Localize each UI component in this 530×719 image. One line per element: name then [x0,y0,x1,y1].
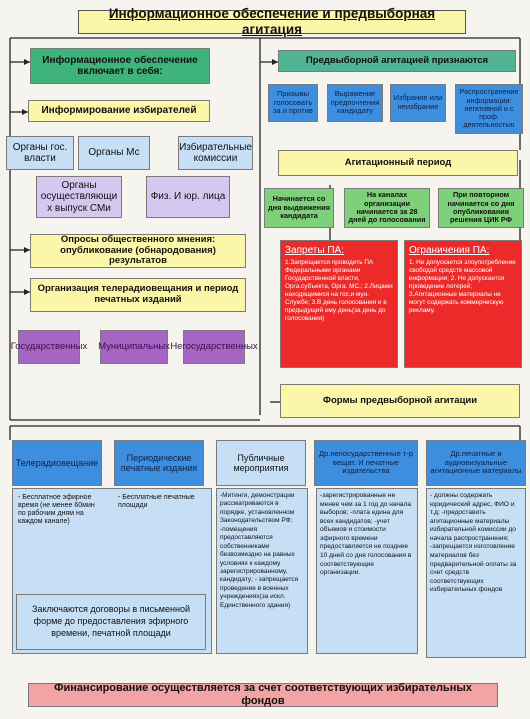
tv-detail: - Бесплатное эфирное время (не менее 60м… [18,494,95,526]
opinion-polls: Опросы общественного мнения: опубликован… [30,234,246,268]
recog-election: Избрание или неизбрание [390,84,446,122]
form-printed: Др.печатные и аудиовизуальные агитационн… [426,440,526,486]
org-ms: Органы Мс [78,136,150,170]
informing-voters: Информирование избирателей [28,100,210,122]
form-tv: Телерадиовещание [12,440,102,486]
state-media: Государственных [11,330,87,364]
contracts-text: Заключаются договоры в письменной форме … [16,594,206,650]
page-title: Информационное обеспечение и предвыборна… [78,6,466,37]
org-media: Органы осуществляющи х выпуск СМи [36,176,122,218]
bans-title: Запреты ПА: [285,245,344,256]
recog-info-spread: Распространение информации: негативной и… [455,84,523,134]
financing-footer: Финансирование осуществляется за счет со… [28,682,498,707]
periodical-detail: - Бесплатные печатные площади [118,494,195,510]
form-public: Публичные мероприятия [216,440,306,486]
limits-text: 1. Не допускается злоупотребление свобод… [409,258,516,314]
non-state-media: Негосударственных [170,330,258,364]
election-commissions: Избирательные комиссии [178,136,253,170]
org-gos-power: Органы гос. власти [6,136,74,170]
nonperiodical-detail: -зарегистрированные не менее чем за 1 го… [316,488,418,654]
agitation-period-header: Агитационный период [278,150,518,176]
limits-box: Ограничения ПА: 1. Не допускается злоупо… [404,240,522,368]
tv-broadcast-organization: Организация телерадиовещания и период пе… [30,278,246,312]
recog-preference: Выражение предпочтения кандидату [327,84,383,122]
period-repeat: При повторном начинается со дня опублико… [438,188,524,228]
agitation-recognized-header: Предвыборной агитацией признаются [278,50,516,72]
public-detail: -Митинги, демонстрации рассматриваются в… [216,488,308,654]
recog-calls-to-vote: Призывы голосовать за и против [268,84,318,122]
period-from-nomination: Начинается со дня выдвижения кандидата [264,188,334,228]
form-periodical: Периодические печатные издания [114,440,204,486]
limits-title: Ограничения ПА: [409,245,490,256]
bans-text: 1.Запрещается проводить ПА Федеральными … [285,258,393,322]
period-28-days: На каналах организации начинается за 28 … [344,188,430,228]
bans-box: Запреты ПА: 1.Запрещается проводить ПА Ф… [280,240,398,368]
forms-header: Формы предвыборной агитации [280,384,520,418]
phys-jur-persons: Физ. И юр. лица [146,176,230,218]
printed-detail: - должны содержать юридический адрес, ФИ… [426,488,526,658]
municipal-media: Муниципальных [98,330,170,364]
form-nonperiodical: Др.непосударственные т-р вещат. И печатн… [314,440,418,486]
info-includes-header: Информационное обеспечение включает в се… [30,48,210,84]
